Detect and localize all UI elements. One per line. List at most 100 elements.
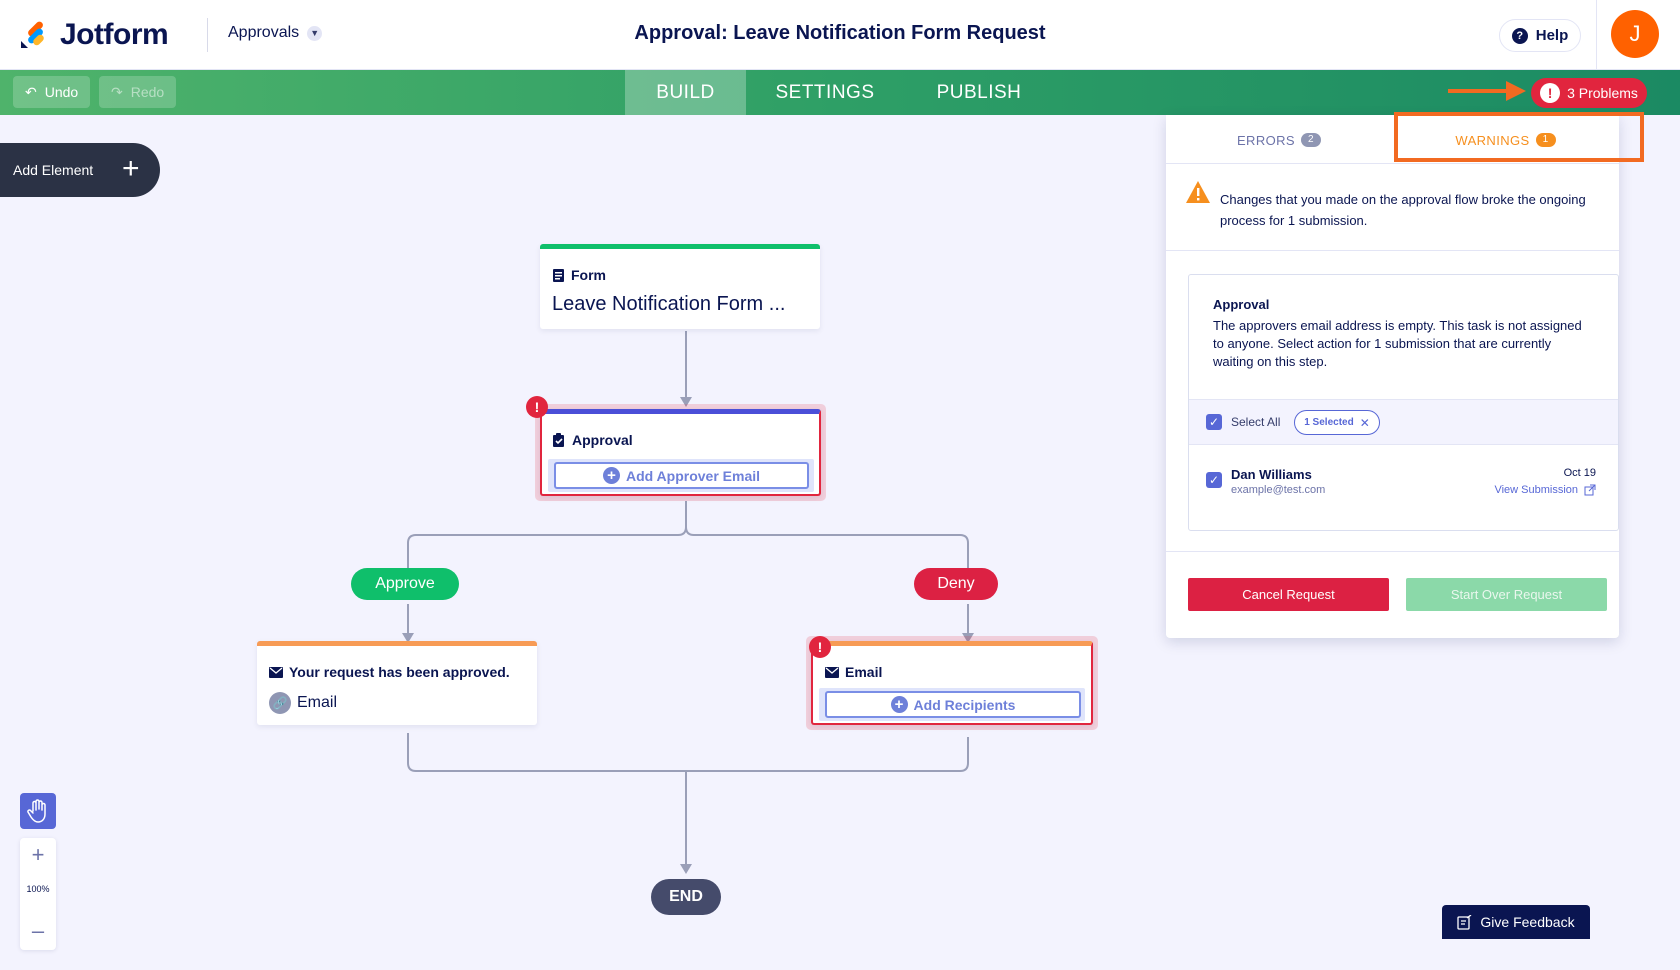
section-dropdown[interactable]: Approvals ▼ [228, 24, 323, 42]
deny-email-header: Email [825, 664, 882, 680]
tab-warnings[interactable]: WARNINGS 1 [1392, 115, 1619, 165]
approved-email-header: Your request has been approved. [269, 664, 510, 680]
warning-message: Changes that you made on the approval fl… [1220, 192, 1586, 228]
add-element-label: Add Element [13, 162, 94, 178]
submission-name: Dan Williams [1231, 467, 1312, 482]
zoom-in-button[interactable]: + [31, 842, 45, 867]
submission-email: example@test.com [1231, 484, 1326, 496]
tab-publish[interactable]: PUBLISH [936, 81, 1022, 103]
zoom-out-button[interactable]: – [31, 918, 45, 943]
tab-settings[interactable]: SETTINGS [775, 81, 875, 103]
problem-card-description: The approvers email address is empty. Th… [1213, 318, 1582, 369]
select-all-checkbox[interactable]: ✓ [1206, 414, 1222, 430]
brand-name: Jotform [60, 18, 169, 51]
problems-label: 3 Problems [1567, 85, 1638, 101]
hand-icon [27, 799, 46, 823]
errors-count-badge: 2 [1301, 133, 1322, 147]
cancel-request-button[interactable]: Cancel Request [1188, 578, 1389, 611]
warnings-tab-highlight [1394, 112, 1644, 162]
approved-email-subtitle: Email [297, 694, 338, 711]
external-link-icon [1584, 484, 1596, 496]
problems-button[interactable]: ! 3 Problems [1531, 78, 1647, 108]
redo-label: Redo [130, 84, 165, 100]
approved-email-node[interactable]: Your request has been approved. 🔗 Email [257, 641, 537, 725]
add-recipients-label: Add Recipients [913, 696, 1016, 713]
close-icon[interactable]: ✕ [1359, 415, 1370, 430]
avatar[interactable]: J [1611, 10, 1659, 58]
approve-branch-pill[interactable]: Approve [351, 568, 459, 600]
end-node: END [651, 879, 721, 915]
form-node[interactable]: Form Leave Notification Form ... [540, 244, 820, 329]
tab-errors-label: ERRORS [1236, 132, 1296, 148]
plus-circle-icon: + [890, 696, 908, 713]
header-divider-right [1596, 0, 1597, 70]
select-all-label: Select All [1231, 415, 1281, 429]
deny-email-node[interactable]: Email + Add Recipients [811, 641, 1093, 725]
view-submission-link[interactable]: View Submission [1494, 484, 1596, 496]
approval-node-type: Approval [572, 432, 633, 448]
help-label: Help [1535, 27, 1569, 44]
warning-triangle-icon [1186, 181, 1210, 203]
form-node-title: Leave Notification Form ... [552, 293, 786, 315]
alert-icon: ! [1540, 83, 1561, 103]
redo-button[interactable]: ↷ Redo [99, 76, 176, 108]
approval-node-header: Approval [552, 432, 633, 448]
jotform-logo[interactable]: Jotform [18, 18, 169, 52]
problem-card-title: Approval [1213, 297, 1270, 312]
select-all-row: ✓ Select All 1 Selected ✕ [1189, 399, 1618, 445]
error-badge-icon: ! [526, 396, 548, 418]
submission-checkbox[interactable]: ✓ [1206, 472, 1222, 488]
add-approver-email-button[interactable]: + Add Approver Email [554, 462, 809, 489]
section-dropdown-label: Approvals [228, 24, 300, 41]
plus-circle-icon: + [602, 467, 620, 484]
warning-divider [1166, 250, 1619, 251]
error-badge-icon: ! [809, 636, 831, 658]
question-icon: ? [1511, 27, 1528, 44]
header-divider [207, 18, 208, 52]
approval-node[interactable]: Approval + Add Approver Email [540, 409, 821, 496]
envelope-icon [269, 666, 283, 678]
builder-toolbar: ↶ Undo ↷ Redo BUILD SETTINGS PUBLISH ! 3… [0, 70, 1680, 115]
pan-tool-button[interactable] [20, 793, 56, 829]
undo-icon: ↶ [25, 83, 37, 100]
footer-divider [1166, 551, 1619, 552]
add-approver-email-label: Add Approver Email [625, 467, 761, 484]
envelope-icon [825, 666, 839, 678]
top-header: Jotform Approvals ▼ Approval: Leave Noti… [0, 0, 1680, 70]
plus-icon: + [122, 152, 140, 185]
deny-branch-pill[interactable]: Deny [914, 568, 998, 600]
zoom-controls: + 100% – [20, 838, 56, 950]
give-feedback-button[interactable]: Give Feedback [1442, 905, 1590, 939]
selected-count-label: 1 Selected [1304, 417, 1354, 428]
give-feedback-label: Give Feedback [1480, 914, 1575, 930]
form-icon [553, 268, 564, 282]
link-icon: 🔗 [269, 692, 291, 714]
undo-button[interactable]: ↶ Undo [13, 76, 90, 108]
approval-clipboard-icon [553, 432, 564, 447]
warnings-count-badge: 1 [1535, 133, 1556, 147]
view-submission-label: View Submission [1494, 484, 1578, 496]
deny-email-type: Email [845, 664, 883, 680]
jotform-logo-icon [21, 21, 44, 48]
tab-build[interactable]: BUILD [625, 70, 746, 115]
annotation-arrow-icon [1448, 81, 1526, 101]
selected-count-chip[interactable]: 1 Selected ✕ [1294, 410, 1380, 435]
tab-divider [1166, 163, 1619, 164]
tab-warnings-label: WARNINGS [1455, 132, 1530, 148]
feedback-icon [1457, 914, 1472, 930]
chevron-down-icon: ▼ [307, 25, 323, 41]
redo-icon: ↷ [111, 83, 123, 100]
zoom-level: 100% [26, 884, 50, 894]
submission-date: Oct 19 [1563, 467, 1596, 479]
problem-card: Approval The approvers email address is … [1188, 274, 1619, 531]
add-recipients-button[interactable]: + Add Recipients [825, 691, 1081, 718]
help-button[interactable]: ? Help [1499, 19, 1581, 52]
approved-email-type: Your request has been approved. [289, 664, 510, 680]
tab-errors[interactable]: ERRORS 2 [1166, 115, 1392, 165]
undo-label: Undo [44, 84, 79, 100]
add-element-button[interactable]: Add Element + [0, 143, 160, 197]
start-over-request-button[interactable]: Start Over Request [1406, 578, 1607, 611]
form-node-header: Form [552, 267, 606, 283]
form-node-type: Form [571, 267, 606, 283]
